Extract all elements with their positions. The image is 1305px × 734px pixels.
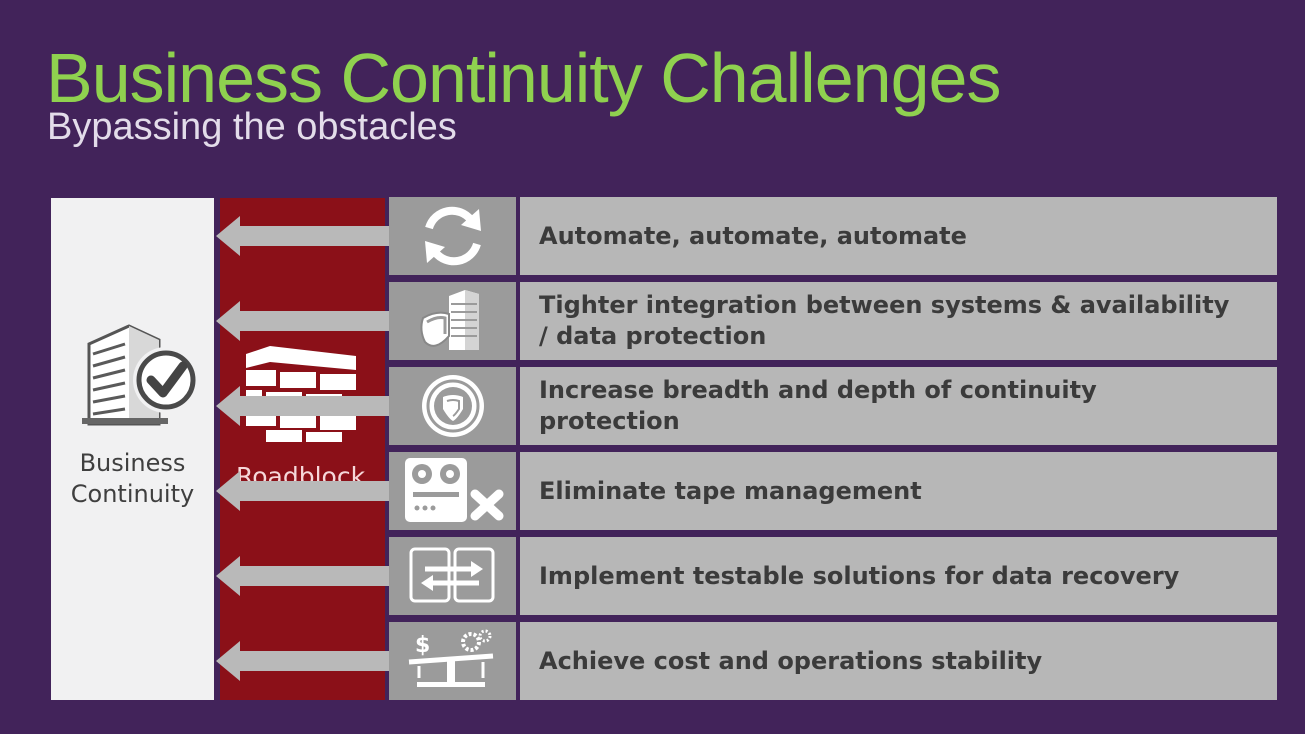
left-arrow-icon: [216, 641, 392, 681]
business-continuity-label: Business Continuity: [70, 449, 195, 508]
left-arrow-icon: [216, 471, 392, 511]
row-icon-cell: [389, 452, 516, 530]
row-breadth-depth: Increase breadth and depth of continuity…: [520, 367, 1277, 445]
page-title: Business Continuity Challenges: [46, 39, 1001, 117]
shield-server-icon: [420, 290, 479, 350]
row-integration: Tighter integration between systems & av…: [520, 282, 1277, 360]
building-check-icon: [82, 324, 199, 426]
svg-text:$: $: [415, 633, 430, 658]
left-arrow-icon: [216, 216, 392, 256]
left-arrow-icon: [216, 556, 392, 596]
row-text-breadth-depth: Increase breadth and depth of continuity…: [539, 376, 1097, 435]
row-text-tape-management: Eliminate tape management: [539, 476, 922, 505]
cost-balance-icon: $: [408, 629, 494, 687]
left-arrow-icon: [216, 301, 392, 341]
row-text-integration: Tighter integration between systems & av…: [539, 291, 1230, 350]
business-continuity-panel: Business Continuity: [51, 198, 214, 700]
roadblock-panel: Roadblock: [220, 198, 385, 700]
left-arrow-icon: [216, 386, 392, 426]
roadblock-label: Roadblock: [236, 462, 366, 481]
row-icon-cell: [389, 197, 516, 275]
row-text-cost-stability: Achieve cost and operations stability: [539, 646, 1043, 675]
row-text-automate: Automate, automate, automate: [539, 221, 967, 250]
swap-sync-icon: [409, 547, 495, 603]
refresh-cycle-icon: [425, 206, 481, 266]
tape-drive-remove-icon: [405, 458, 504, 522]
protection-seal-icon: [422, 375, 484, 437]
row-tape-management: Eliminate tape management: [520, 452, 1277, 530]
row-testable-recovery: Implement testable solutions for data re…: [520, 537, 1277, 615]
row-icon-cell: $: [389, 622, 516, 700]
page-subtitle: Bypassing the obstacles: [47, 106, 457, 148]
row-icon-cell: [389, 537, 516, 615]
row-automate: Automate, automate, automate: [520, 197, 1277, 275]
row-text-testable-recovery: Implement testable solutions for data re…: [539, 561, 1180, 590]
row-cost-stability: Achieve cost and operations stability: [520, 622, 1277, 700]
row-icon-cell: [389, 367, 516, 445]
row-icon-cell: [389, 282, 516, 360]
